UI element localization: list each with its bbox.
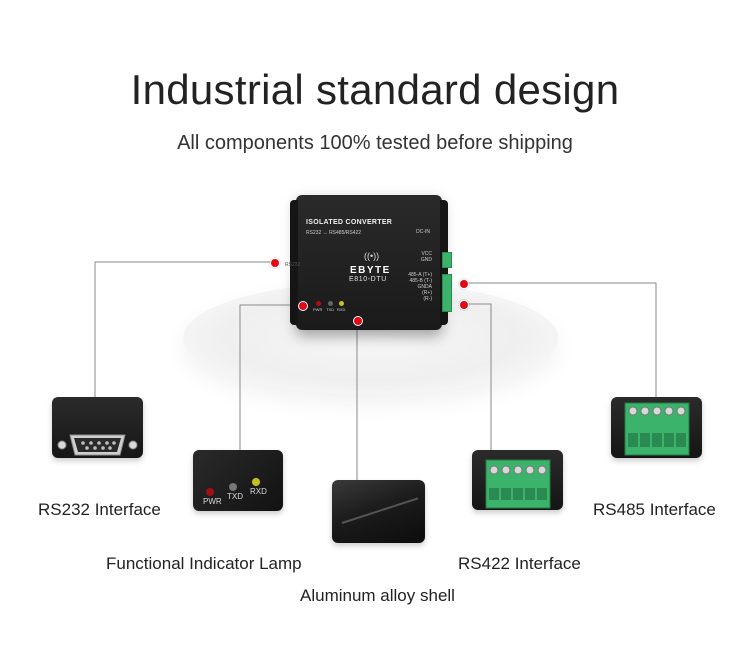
rs485-interface-label: RS485 Interface bbox=[593, 500, 716, 519]
pin-label: GND bbox=[420, 257, 432, 263]
indicator-callout-line bbox=[239, 304, 302, 450]
dc-in-label: DC-IN bbox=[416, 229, 430, 235]
device-model: E810-DTU bbox=[349, 276, 387, 283]
rs422-thumbnail bbox=[472, 450, 563, 510]
shell-marker-dot bbox=[353, 316, 363, 326]
rs485-marker-dot bbox=[459, 279, 469, 289]
thumb-led-label: TXD bbox=[227, 492, 243, 501]
device-brand: EBYTE bbox=[350, 265, 391, 276]
page-subtitle: All components 100% tested before shippi… bbox=[177, 132, 573, 154]
rxd-lamp bbox=[252, 478, 260, 486]
led-label: PWR bbox=[313, 307, 323, 312]
rs232-marker-dot bbox=[270, 258, 280, 268]
power-pin-labels: VCC GND bbox=[421, 251, 432, 263]
led-label: TXD bbox=[326, 307, 334, 312]
rs232-thumbnail bbox=[52, 397, 143, 458]
page-title: Industrial standard design bbox=[130, 66, 620, 113]
rs422-interface-label: RS422 Interface bbox=[458, 554, 581, 573]
wireless-icon: ((•)) bbox=[364, 251, 380, 261]
pin-label: VCC bbox=[421, 251, 432, 257]
rs232-port-label: RS232 bbox=[285, 262, 301, 268]
db9-connector-icon bbox=[57, 434, 138, 456]
converter-device: ISOLATED CONVERTER RS232 ↔ RS485/RS422 D… bbox=[290, 195, 448, 330]
pin-label: (R-) bbox=[423, 296, 432, 302]
rs485-thumbnail bbox=[611, 397, 702, 458]
pin-label: 485-A (T+) bbox=[408, 272, 432, 278]
led-label: RXD bbox=[337, 307, 346, 312]
txd-lamp bbox=[229, 483, 237, 491]
thumb-led-label: RXD bbox=[250, 487, 267, 496]
pin-label: 485-B (T-) bbox=[409, 278, 432, 284]
signal-terminal bbox=[442, 274, 452, 312]
rs422-callout-line bbox=[463, 303, 492, 450]
signal-pin-labels: 485-A (T+) 485-B (T-) GNDA (R+) (R-) bbox=[408, 272, 432, 302]
device-left-flange bbox=[290, 200, 298, 325]
indicator-lamp-label: Functional Indicator Lamp bbox=[106, 554, 302, 573]
pin-label: GNDA bbox=[417, 284, 432, 290]
device-title: ISOLATED CONVERTER bbox=[306, 219, 393, 226]
terminal-block-icon bbox=[624, 402, 690, 456]
pwr-lamp bbox=[206, 488, 214, 496]
txd-led bbox=[328, 301, 333, 306]
pin-label: (R+) bbox=[422, 290, 432, 296]
rs485-callout-line bbox=[463, 282, 657, 398]
indicator-thumbnail: PWR TXD RXD bbox=[193, 450, 283, 511]
rs232-callout-line bbox=[94, 261, 274, 398]
shell-thumbnail bbox=[332, 480, 425, 543]
rs422-marker-dot bbox=[459, 300, 469, 310]
pwr-led bbox=[316, 301, 321, 306]
aluminum-shell-label: Aluminum alloy shell bbox=[300, 586, 455, 605]
rxd-led bbox=[339, 301, 344, 306]
device-subtitle: RS232 ↔ RS485/RS422 bbox=[306, 230, 362, 236]
indicator-marker-dot bbox=[298, 301, 308, 311]
terminal-block-icon bbox=[485, 459, 551, 509]
thumb-led-label: PWR bbox=[203, 497, 222, 506]
shell-edge-highlight bbox=[341, 497, 419, 524]
rs232-interface-label: RS232 Interface bbox=[38, 500, 161, 519]
power-terminal bbox=[442, 252, 452, 268]
